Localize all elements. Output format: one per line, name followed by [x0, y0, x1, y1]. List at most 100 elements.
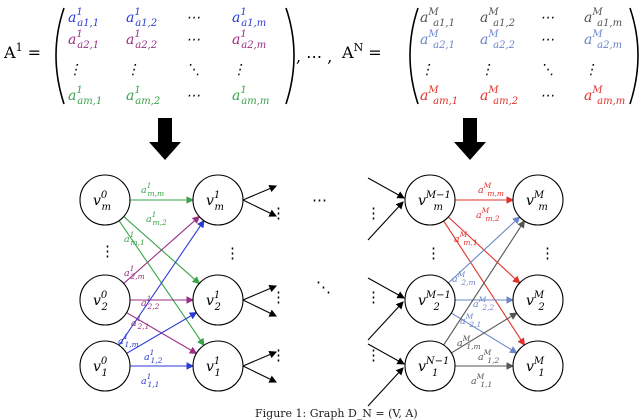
ellipsis-small-4: ⋮ [366, 204, 381, 222]
ellipsis-right-col: ⋮ [225, 244, 240, 262]
left-out-stub-a-2 [242, 351, 278, 367]
matrix-an-entry-3-2: ⋯ [540, 88, 554, 104]
matrix-a1-left-bracket [55, 7, 65, 105]
right-node-2 [404, 340, 456, 392]
right-in-stub-b-2 [367, 343, 405, 365]
ellipsis-right-right-col: ⋮ [540, 244, 555, 262]
left-edge-1-0 [123, 215, 201, 284]
matrix-a1-entry-2-1: ⋮ [126, 62, 140, 78]
right-in-stub-a-1 [367, 301, 404, 341]
left-node-5 [192, 340, 244, 392]
ellipsis-small-2: ⋮ [271, 288, 286, 306]
ellipsis-right-left-col: ⋮ [426, 244, 441, 262]
ellipsis-middle: ⋱ [316, 278, 331, 296]
right-edge-2-1 [451, 312, 518, 354]
matrix-a1-entry-2-3: ⋮ [232, 62, 246, 78]
ellipsis-small-3: ⋮ [271, 346, 286, 364]
left-out-stub-a-0 [242, 185, 278, 201]
left-out-stub-b-0 [242, 199, 277, 217]
figure-caption: Figure 1: Graph D_N = (V, A) [255, 407, 418, 420]
left-node-0 [79, 174, 131, 226]
right-in-stub-a-2 [367, 367, 404, 407]
matrix-separator: , ⋯ , [296, 47, 332, 66]
down-arrow-right-icon [454, 118, 486, 160]
left-edge-2-1 [126, 312, 198, 354]
ellipsis-small-1: ⋮ [271, 204, 286, 222]
right-node-0 [404, 174, 456, 226]
right-edge-2-0 [443, 220, 525, 346]
right-node-3 [512, 174, 564, 226]
matrix-an-entry-2-1: ⋮ [480, 62, 494, 78]
left-out-stub-b-1 [242, 299, 277, 317]
matrix-a1-entry-2-0: ⋮ [68, 62, 82, 78]
matrix-an-left-bracket [409, 7, 419, 105]
matrix-an-entry-2-3: ⋮ [584, 62, 598, 78]
matrix-an-lhs: AN= [341, 41, 382, 62]
left-node-3 [192, 174, 244, 226]
right-node-5 [512, 340, 564, 392]
ellipsis-top: ⋯ [312, 191, 327, 209]
right-edge-1-0 [447, 216, 521, 284]
right-node-4 [512, 274, 564, 326]
ellipsis-left-col: ⋮ [100, 242, 115, 260]
left-edge-2-0 [118, 219, 205, 346]
right-node-1 [404, 274, 456, 326]
matrix-an-entry-1-2: ⋯ [540, 32, 554, 48]
left-out-stub-b-2 [242, 365, 277, 383]
matrix-an-right-bracket [629, 7, 639, 105]
matrix-a1-entry-1-2: ⋯ [186, 32, 200, 48]
left-node-1 [79, 274, 131, 326]
right-in-stub-a-0 [367, 201, 404, 241]
matrix-a1-entry-2-2: ⋱ [186, 62, 200, 78]
left-node-4 [192, 274, 244, 326]
matrix-an-entry-0-2: ⋯ [540, 10, 554, 26]
left-node-2 [79, 340, 131, 392]
graph-edges [118, 177, 525, 407]
